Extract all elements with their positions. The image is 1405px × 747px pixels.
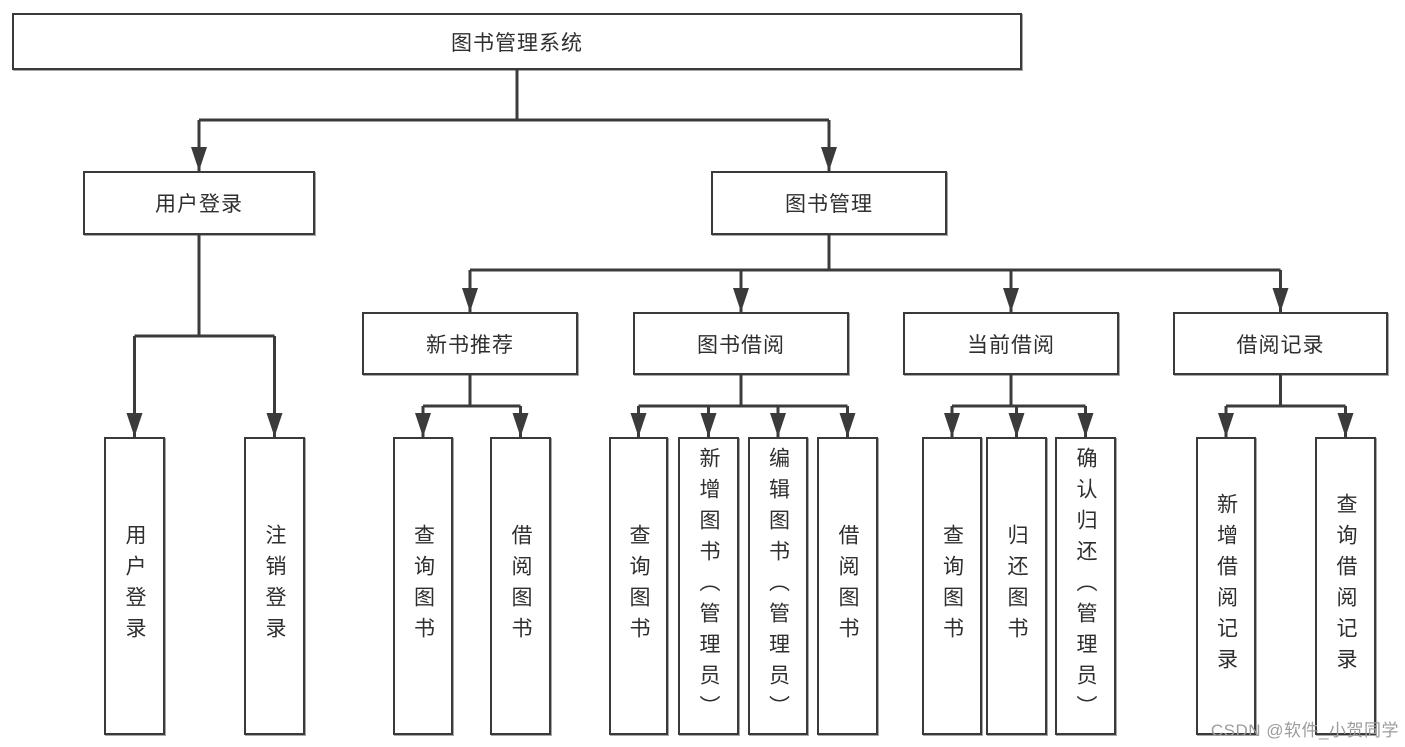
leaf-user-login: 用户登录 [104, 437, 165, 735]
connector-book-borrow [630, 375, 856, 437]
leaf-current-return-books: 归还图书 [986, 437, 1047, 735]
node-book-mgmt: 图书管理 [711, 171, 947, 235]
connector-root [191, 70, 837, 171]
connector-current-borrow [944, 375, 1094, 437]
leaf-current-query-books: 查询图书 [922, 437, 982, 735]
leaf-borrow-add-books-admin: 新增图书（管理员） [678, 437, 739, 735]
node-book-borrow: 图书借阅 [633, 312, 849, 375]
node-borrow-records: 借阅记录 [1173, 312, 1388, 375]
node-new-book-rec: 新书推荐 [362, 312, 578, 375]
node-system-root: 图书管理系统 [12, 13, 1022, 70]
connector-user-login [126, 235, 283, 437]
leaf-records-add-record: 新增借阅记录 [1196, 437, 1256, 735]
leaf-borrow-query-books: 查询图书 [609, 437, 668, 735]
leaf-records-query-record: 查询借阅记录 [1315, 437, 1376, 735]
csdn-watermark: CSDN @软件_小贺同学 [1210, 721, 1399, 740]
leaf-borrow-borrow-books: 借阅图书 [817, 437, 878, 735]
node-user-login: 用户登录 [83, 171, 315, 235]
connector-new-book-rec [415, 375, 529, 437]
connector-borrow-records [1218, 375, 1354, 437]
node-current-borrow: 当前借阅 [903, 312, 1119, 375]
connector-book-mgmt [462, 235, 1289, 312]
leaf-logout: 注销登录 [244, 437, 305, 735]
leaf-newrec-borrow-books: 借阅图书 [490, 437, 551, 735]
leaf-current-confirm-return-admin: 确认归还（管理员） [1055, 437, 1116, 735]
leaf-newrec-query-books: 查询图书 [393, 437, 453, 735]
leaf-borrow-edit-books-admin: 编辑图书（管理员） [748, 437, 808, 735]
